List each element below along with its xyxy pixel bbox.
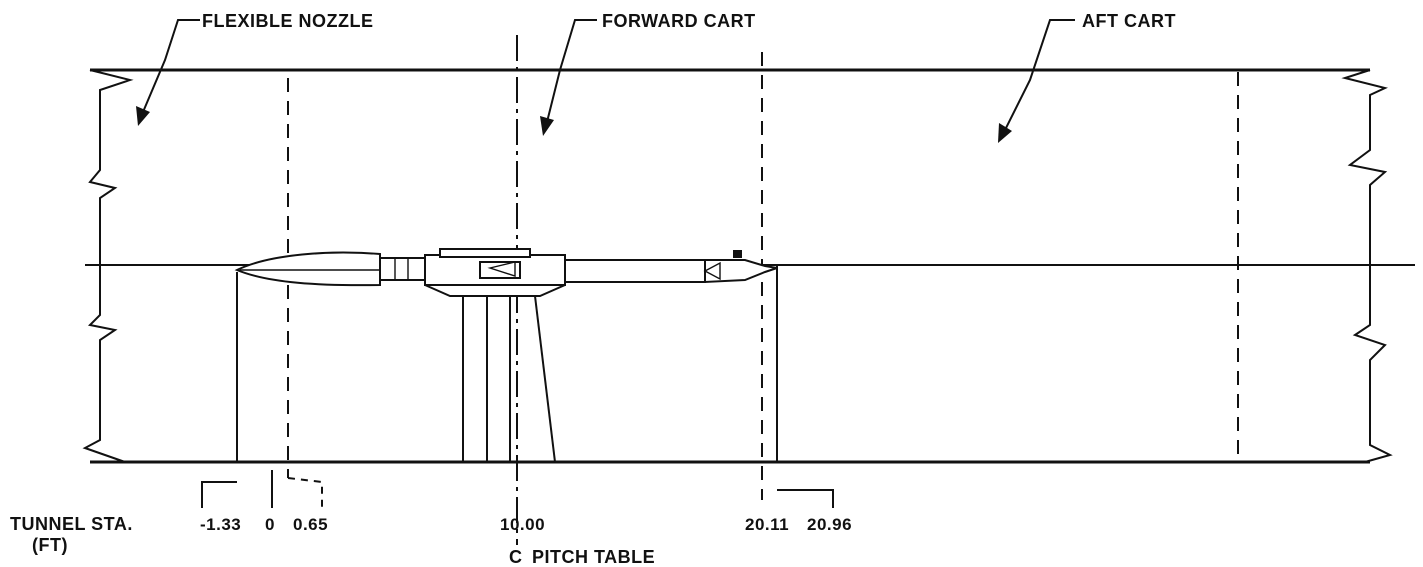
pitch-table-label: PITCH TABLE (532, 547, 655, 567)
centerline-symbol: C (509, 547, 523, 567)
station-minus-1-33-leader (201, 481, 237, 508)
station-0-65-leader (287, 477, 323, 508)
flexible-nozzle-leader (142, 19, 200, 113)
model-upper-fairing (439, 248, 531, 258)
model-sting-tip (704, 259, 778, 284)
model-adapter (379, 257, 426, 281)
forward-cart-leader (546, 19, 597, 123)
tunnel-sta-label: TUNNEL STA. (10, 514, 133, 534)
station-value-minus-1-33: -1.33 (200, 515, 241, 534)
station-value-20-96: 20.96 (807, 515, 852, 534)
pitch-table-support (424, 284, 566, 463)
sting-model (234, 248, 778, 287)
tunnel-sta-unit-label: (FT) (32, 535, 68, 555)
left-break-line (82, 69, 134, 463)
aft-cart-leader (1004, 19, 1075, 131)
station-value-20-11: 20.11 (745, 515, 789, 534)
right-break-line (1341, 69, 1393, 463)
station-value-10-00: 10.00 (500, 515, 545, 534)
station-20-96-leader (777, 489, 834, 508)
aft-cart-label: AFT CART (1082, 11, 1176, 31)
forward-cart-label: FORWARD CART (602, 11, 756, 31)
station-value-0: 0 (265, 515, 275, 534)
model-forebody (234, 251, 381, 287)
flexible-nozzle-arrow (136, 106, 150, 126)
aft-cart-arrow (998, 123, 1012, 143)
flexible-nozzle-label: FLEXIBLE NOZZLE (202, 11, 374, 31)
forward-cart-arrow (540, 116, 554, 136)
support-head (424, 284, 566, 297)
model-sting-stub (733, 250, 742, 258)
model-sting (564, 259, 706, 283)
station-value-0-65: 0.65 (293, 515, 328, 534)
